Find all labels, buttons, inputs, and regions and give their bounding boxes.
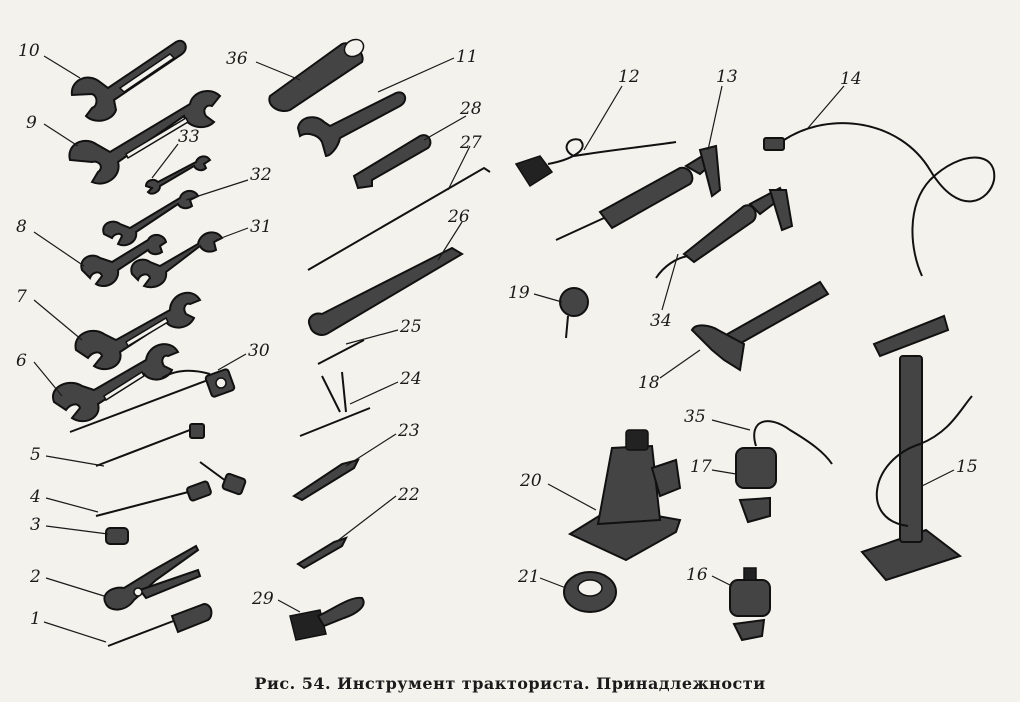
- label-25: 25: [399, 317, 422, 337]
- label-22: 22: [397, 485, 420, 505]
- wrench-6: [52, 343, 180, 423]
- tire-gauge-19: [559, 287, 589, 339]
- grease-gun-13: [555, 144, 722, 241]
- label-19: 19: [508, 283, 530, 303]
- label-17: 17: [690, 457, 712, 477]
- bracket-28: [352, 134, 432, 190]
- pliers-2: [103, 544, 202, 611]
- hammer-18: [690, 280, 830, 372]
- label-28: 28: [459, 99, 482, 119]
- label-2: 2: [29, 567, 41, 587]
- hose-14: [763, 122, 996, 277]
- label-26: 26: [447, 207, 470, 227]
- label-8: 8: [16, 217, 27, 237]
- label-15: 15: [956, 457, 978, 477]
- wrench-10: [70, 39, 187, 122]
- bar-27: [307, 166, 491, 271]
- label-3: 3: [30, 515, 41, 535]
- label-6: 6: [16, 351, 27, 371]
- wrench-8: [80, 234, 168, 288]
- label-23: 23: [397, 421, 420, 441]
- label-35: 35: [684, 407, 706, 427]
- label-36: 36: [226, 49, 248, 69]
- screwdriver-1: [107, 602, 213, 647]
- label-31: 31: [250, 217, 272, 237]
- label-10: 10: [18, 41, 40, 61]
- pump-15: [860, 314, 973, 582]
- part-number-labels: 10 9 33 32 8 31 7 6 30 5 4 3 2 1 36 11 2…: [16, 41, 978, 629]
- bar-5: [95, 423, 205, 467]
- label-20: 20: [519, 471, 542, 491]
- label-18: 18: [638, 373, 660, 393]
- label-27: 27: [459, 133, 482, 153]
- socket-wrench-4: [95, 461, 247, 517]
- wrench-9: [68, 89, 222, 185]
- label-21: 21: [517, 567, 540, 587]
- tape-roll-21: [563, 571, 617, 613]
- label-11: 11: [456, 47, 478, 67]
- wrench-32: [102, 190, 200, 247]
- hook-spanner-11: [296, 91, 407, 158]
- label-32: 32: [250, 165, 272, 185]
- label-24: 24: [399, 369, 422, 389]
- label-34: 34: [650, 311, 672, 331]
- leader-lines: [33, 55, 955, 643]
- label-13: 13: [716, 67, 738, 87]
- socket-3: [105, 527, 129, 545]
- label-16: 16: [686, 565, 708, 585]
- label-14: 14: [840, 69, 862, 89]
- label-33: 33: [178, 127, 200, 147]
- label-7: 7: [16, 287, 27, 307]
- label-12: 12: [618, 67, 640, 87]
- label-5: 5: [30, 445, 41, 465]
- punch-25: [317, 339, 365, 365]
- label-4: 4: [29, 487, 41, 507]
- wrench-31: [130, 231, 224, 289]
- filter-17: [735, 420, 833, 524]
- valve-tool-12: [514, 138, 677, 188]
- tube-wrench-36: [268, 38, 365, 112]
- filter-16: [729, 567, 771, 642]
- label-30: 30: [248, 341, 270, 361]
- figure-caption: Рис. 54. Инструмент тракториста. Принадл…: [254, 674, 766, 693]
- t-wrench-24: [299, 371, 371, 437]
- chisel-22: [296, 536, 348, 570]
- jack-20: [567, 429, 682, 562]
- label-29: 29: [251, 589, 274, 609]
- label-1: 1: [30, 609, 41, 629]
- socket-bar-30: [69, 368, 236, 433]
- file-23: [292, 458, 360, 502]
- grease-gun-34: [655, 186, 794, 279]
- pry-bar-26: [308, 246, 464, 336]
- brush-29: [289, 596, 365, 641]
- wrench-33: [144, 155, 212, 195]
- label-9: 9: [26, 113, 37, 133]
- wrench-7: [74, 291, 202, 371]
